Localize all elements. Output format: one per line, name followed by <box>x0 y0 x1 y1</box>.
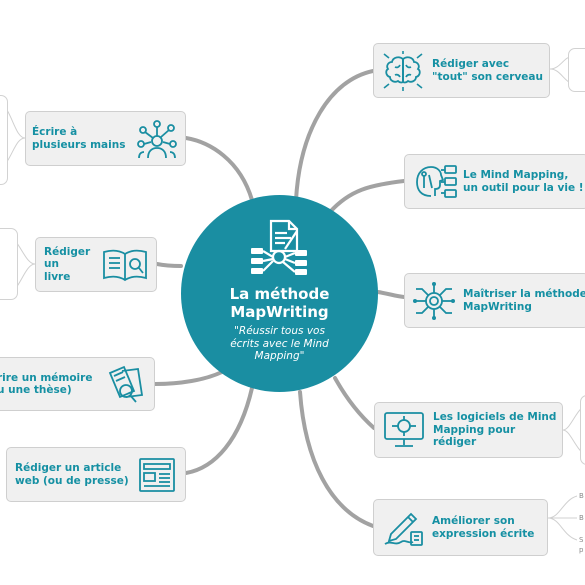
open-book-icon <box>103 249 147 281</box>
documents-magnifier-icon <box>108 365 144 403</box>
branch-node-ameliorer-expression[interactable]: Améliorer son expression écrite <box>373 499 548 556</box>
node-label-line: Améliorer son <box>432 515 515 527</box>
edge-fragment-text: B <box>579 514 584 522</box>
newspaper-icon <box>139 457 175 492</box>
edge-fragment-text: B <box>579 492 584 500</box>
team-network-icon <box>137 119 177 158</box>
node-label-line: livre <box>44 270 71 283</box>
edge-fragment-text: p <box>579 546 584 554</box>
central-title-line: La méthode <box>229 285 330 303</box>
node-label-line: u une thèse) <box>0 384 72 396</box>
node-label-line: Maîtriser la méthode <box>463 288 585 300</box>
node-label-line: Mapping pour <box>433 423 516 436</box>
branch-node-rediger-cerveau[interactable]: Rédiger avec "tout" son cerveau <box>373 43 550 98</box>
cropped-child-node <box>0 95 8 185</box>
tools-head-icon <box>416 164 457 198</box>
node-label-line: expression écrite <box>432 527 535 540</box>
node-label-line: Rédiger <box>44 245 91 258</box>
cropped-child-node <box>0 228 18 300</box>
node-label-line: Rédiger avec <box>432 58 510 70</box>
cropped-child-node <box>580 395 585 465</box>
central-topic[interactable]: La méthode MapWriting "Réussir tous vos … <box>181 195 378 392</box>
central-subtitle-line: écrits avec le Mind <box>230 337 329 350</box>
branch-node-article-web[interactable]: Rédiger un article web (ou de presse) <box>6 447 186 502</box>
central-subtitle-line: "Réussir tous vos <box>234 325 325 337</box>
node-label-line: Écrire à <box>32 126 78 138</box>
central-title-line: MapWriting <box>230 303 329 321</box>
brain-icon <box>383 50 423 91</box>
network-hub-icon <box>413 281 455 320</box>
branch-node-rediger-livre[interactable]: Rédiger un livre <box>35 237 157 292</box>
edge-fragment-text: S <box>579 536 584 544</box>
branch-node-mind-mapping-outil[interactable]: Le Mind Mapping, un outil pour la vie ! <box>404 154 585 209</box>
node-label-line: plusieurs mains <box>32 138 126 151</box>
node-label-line: un <box>44 258 59 271</box>
node-label-line: Le Mind Mapping, <box>463 169 569 181</box>
central-subtitle-line: Mapping" <box>254 350 305 362</box>
node-label-line: Les logiciels de Mind <box>433 411 557 424</box>
node-label-line: rédiger <box>433 436 477 449</box>
node-label-line: web (ou de presse) <box>15 474 129 487</box>
cropped-child-node <box>568 48 585 92</box>
branch-node-logiciels[interactable]: Les logiciels de Mind Mapping pour rédig… <box>374 402 563 458</box>
node-label-line: rire un mémoire <box>0 371 93 384</box>
monitor-brain-icon <box>384 412 424 447</box>
node-label-line: Rédiger un article <box>15 462 122 474</box>
node-label-line: "tout" son cerveau <box>432 70 543 83</box>
branch-node-ecrire-plusieurs-mains[interactable]: Écrire à plusieurs mains <box>25 111 186 166</box>
branch-node-memoire-these[interactable]: rire un mémoire u une thèse) <box>0 357 155 411</box>
pen-writing-icon <box>384 512 423 546</box>
document-mindmap-icon <box>251 219 307 275</box>
node-label-line: un outil pour la vie ! <box>463 181 584 194</box>
branch-node-maitriser-methode[interactable]: Maîtriser la méthode MapWriting <box>404 273 585 328</box>
node-label-line: MapWriting <box>463 300 532 313</box>
